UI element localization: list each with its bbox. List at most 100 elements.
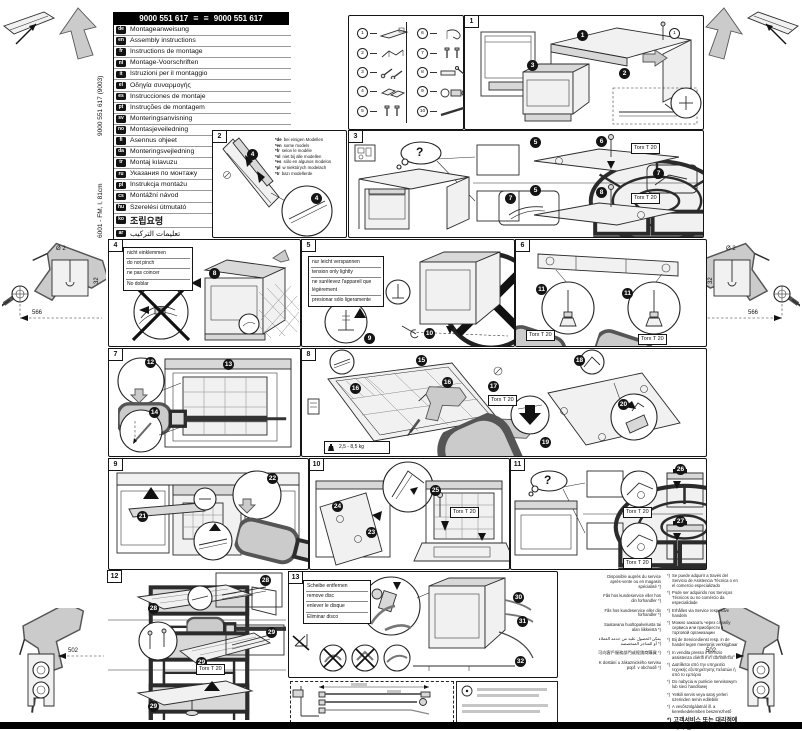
footnote: *)In vendita presso il servizio assisten… xyxy=(667,650,738,661)
step-circle: 27 xyxy=(675,516,686,527)
language-code-badge: ko xyxy=(116,216,126,224)
note-text: w niektórych modelach xyxy=(282,164,327,170)
footnotes-left-column: Disponible auprès du service après-vente… xyxy=(597,574,661,671)
part-leader-line xyxy=(430,33,437,35)
part-icon xyxy=(379,65,409,79)
language-label: Instructions de montage xyxy=(130,48,203,56)
language-row: no Montasjeveiledning xyxy=(114,125,291,136)
torx-label: Torx T 20 xyxy=(623,558,652,569)
step-circle: 29 xyxy=(196,657,207,668)
language-code-badge: es xyxy=(116,92,126,101)
vertical-part-number: 9000 551 617 (9003) xyxy=(97,75,104,136)
footnote-marker: *) xyxy=(667,620,671,626)
panel-12: 12 28 28 29 29 29 Torx T 20 xyxy=(107,570,286,720)
pilot-hole-depth-label: 32 xyxy=(94,277,100,284)
warning-text-row: ne surélevez l'appareil que légèrement xyxy=(311,278,381,296)
language-code-badge: pt xyxy=(116,103,126,112)
corner-board-top-left xyxy=(3,11,56,45)
language-row: tr Montaj kılavuzu xyxy=(114,158,291,170)
footnote-text: Pode ser adquirido nos Serviços Técnicos… xyxy=(672,590,733,606)
note-lang-code: *en xyxy=(275,142,282,148)
step-circle: 18 xyxy=(574,355,585,366)
parts-list-item: 5 xyxy=(357,102,409,121)
panel-12-illustration xyxy=(108,572,286,720)
panel-number: 11 xyxy=(510,458,525,471)
language-row: it Istruzioni per il montaggio xyxy=(114,69,291,81)
panel-11-illustration xyxy=(514,469,706,569)
part-icon xyxy=(379,27,409,41)
panel-6: 6 11 11 Torx T 20 Torx T 20 xyxy=(515,239,707,347)
step-circle: 15 xyxy=(416,355,427,366)
step-circle: 8 xyxy=(596,187,607,198)
footnote: K dostání u zákaznického servisu popř. v… xyxy=(597,660,661,671)
footnote: *)A vevőszolgálatnál ill. a kereskedelem… xyxy=(667,704,738,715)
language-code-badge: tr xyxy=(116,159,126,167)
part-icon xyxy=(379,85,409,99)
note-text: sólo en algunos modelos xyxy=(283,159,331,165)
warning-text-row: ne pas coincer xyxy=(126,269,190,280)
step-circle: 16 xyxy=(442,377,453,388)
part-leader-line xyxy=(370,110,377,112)
part-leader-line xyxy=(430,52,437,54)
pilot-hole-depth-label: 32 xyxy=(708,277,714,284)
note-text: bazı modellerde xyxy=(281,170,313,176)
language-label: Montage-Voorschriften xyxy=(130,59,199,67)
footnote-marker: *) xyxy=(667,717,672,724)
parts-list-item: 7 xyxy=(417,43,469,62)
drill-diagram-right xyxy=(696,232,800,344)
title-bar: 9000 551 617 ≡ ≡ 9000 551 617 xyxy=(113,12,289,25)
step-circle: 16 xyxy=(350,383,361,394)
step-circle: 23 xyxy=(366,527,377,538)
footnote-marker: *) xyxy=(667,691,671,697)
warning-text-row: nur leicht verspannen xyxy=(311,258,381,269)
step-circle: 5 xyxy=(530,185,541,196)
step-circle: 4 xyxy=(247,149,258,160)
language-row: fr Instructions de montage xyxy=(114,47,291,59)
torx-label: Torx T 20 xyxy=(638,334,667,345)
panel-8: 8 15 16 16 17 18 19 20 Torx T 20 2,5 - 8… xyxy=(301,348,707,457)
footnotes-right-column: *)Se puede adquirir a través del Servici… xyxy=(667,573,738,731)
panel-10-illustration xyxy=(315,461,509,566)
step-circle: 4 xyxy=(311,193,322,204)
language-label: Instrucciones de montaje xyxy=(130,92,206,100)
language-row: hu Szerelési útmutató xyxy=(114,203,291,214)
footnote: Disponible auprès du service après-vente… xyxy=(597,574,661,590)
step-circle: 11 xyxy=(536,284,547,295)
panel-9: 9 21 22 xyxy=(108,458,309,570)
warning-text-row: tension only lightly xyxy=(311,268,381,279)
part-icon xyxy=(379,46,409,60)
step-circle: 8 xyxy=(209,268,220,279)
note-text-row: enlever le disque xyxy=(306,602,368,613)
torx-label: Torx T 20 xyxy=(450,507,479,518)
language-row: da Monteringsvejledning xyxy=(114,147,291,159)
language-code-badge: ar xyxy=(116,229,126,238)
part-number-circle: 4 xyxy=(357,86,368,98)
footnote-text: Можно заказать через службу сервиса или … xyxy=(672,620,731,635)
width-502-label-right: 502 xyxy=(706,648,717,654)
footnote-text: يمكن الحصول عليه من خدمة العملاء أو المت… xyxy=(598,636,661,647)
panel-1: 1 1 2 3 1 xyxy=(464,15,704,130)
language-label: Monteringsvejledning xyxy=(130,148,195,156)
footnote: 可向客戶服務部門或經銷商購買 *) xyxy=(597,651,661,656)
footnote-text: Fås hos kundeservice eller hos din forha… xyxy=(603,593,661,604)
part-number-circle: 1 xyxy=(357,28,368,40)
footnote: *)Yetkili servis veya satış yerleri üzer… xyxy=(667,691,738,703)
language-label: Instruções de montagem xyxy=(130,103,205,111)
footnote-marker: *) xyxy=(667,662,671,668)
step-circle: 11 xyxy=(622,288,633,299)
footnote-text: Disponible auprès du service après-vente… xyxy=(607,574,661,589)
step-circle: 20 xyxy=(618,399,629,410)
language-label: Asennus ohjeet xyxy=(130,136,177,144)
language-code-badge: nl xyxy=(116,59,126,68)
footnote: *)Διατίθεται από την υπηρεσία τεχνικής ε… xyxy=(667,662,738,678)
language-label: تعليمات التركيب xyxy=(130,228,181,238)
pilot-hole-diameter-label: Ø 2 xyxy=(56,246,66,252)
panel-7-illustration xyxy=(109,357,292,453)
panel-3: 3 ? 5 6 5 8 7 7 Torx T 20 Torx T 20 xyxy=(348,130,704,238)
language-code-badge: ru xyxy=(116,170,126,179)
